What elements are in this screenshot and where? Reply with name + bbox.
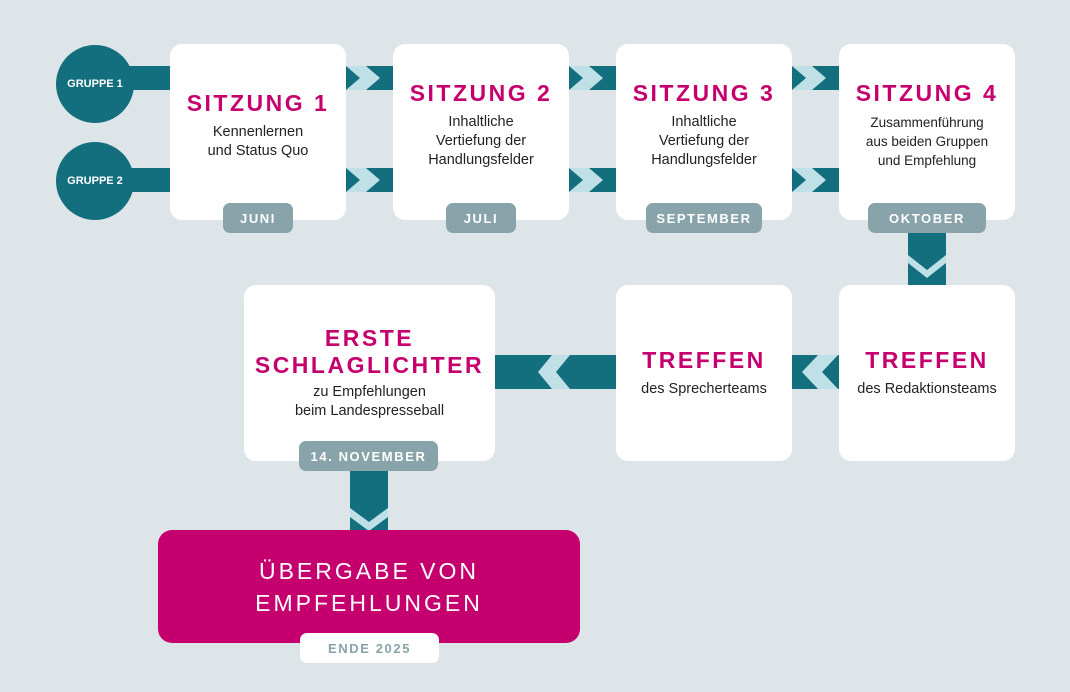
session-3-title: SITZUNG 3 bbox=[632, 80, 776, 106]
meeting-speakers-description: des Sprecherteams bbox=[641, 381, 767, 397]
session-2-card: SITZUNG 2 Inhaltliche Vertiefung der Han… bbox=[393, 44, 569, 220]
session-1-card: SITZUNG 1 Kennenlernen und Status Quo bbox=[170, 44, 346, 220]
final-title-line-1: ÜBERGABE VON bbox=[258, 557, 480, 584]
chevron-right-icon bbox=[569, 168, 603, 192]
group-1-label: GRUPPE 1 bbox=[67, 78, 123, 90]
highlights-date-badge: 14. NOVEMBER bbox=[299, 441, 438, 471]
chevron-down-icon bbox=[908, 255, 946, 278]
session-4-title: SITZUNG 4 bbox=[855, 80, 999, 106]
session-1-title: SITZUNG 1 bbox=[186, 90, 330, 116]
chevron-right-icon bbox=[346, 66, 380, 90]
chevron-left-icon bbox=[538, 355, 570, 389]
session-2-description: Inhaltliche Vertiefung der Handlungsfeld… bbox=[428, 114, 534, 168]
group-1-circle: GRUPPE 1 bbox=[56, 45, 134, 123]
highlights-description: zu Empfehlungen beim Landespresseball bbox=[294, 384, 445, 419]
meeting-editorial-card: TREFFEN des Redaktionsteams bbox=[839, 285, 1015, 461]
chevrons-right bbox=[346, 66, 826, 192]
session-3-description: Inhaltliche Vertiefung der Handlungsfeld… bbox=[651, 114, 757, 168]
session-4-card: SITZUNG 4 Zusammenführung aus beiden Gru… bbox=[839, 44, 1015, 220]
chevron-left-icon bbox=[802, 355, 838, 389]
highlights-card: ERSTE SCHLAGLICHTER zu Empfehlungen beim… bbox=[244, 285, 495, 461]
meeting-editorial-title: TREFFEN bbox=[865, 347, 989, 373]
session-4-description: Zusammenführung aus beiden Gruppen und E… bbox=[865, 115, 989, 168]
meeting-editorial-description: des Redaktionsteams bbox=[857, 381, 997, 397]
session-1-month-badge: JUNI bbox=[223, 203, 293, 233]
meeting-speakers-title: TREFFEN bbox=[642, 347, 766, 373]
group-2-circle: GRUPPE 2 bbox=[56, 142, 134, 220]
chevron-right-icon bbox=[792, 66, 826, 90]
final-date-badge: ENDE 2025 bbox=[300, 633, 439, 663]
session-2-title: SITZUNG 2 bbox=[409, 80, 553, 106]
chevron-right-icon bbox=[569, 66, 603, 90]
session-3-card: SITZUNG 3 Inhaltliche Vertiefung der Han… bbox=[616, 44, 792, 220]
chevron-right-icon bbox=[346, 168, 380, 192]
session-4-month-badge: OKTOBER bbox=[868, 203, 986, 233]
chevron-down-icon bbox=[350, 508, 388, 531]
final-handover-box: ÜBERGABE VON EMPFEHLUNGEN bbox=[158, 530, 580, 643]
session-3-month-badge: SEPTEMBER bbox=[646, 203, 762, 233]
meeting-speakers-card: TREFFEN des Sprecherteams bbox=[616, 285, 792, 461]
group-2-label: GRUPPE 2 bbox=[67, 175, 123, 187]
highlights-title: ERSTE SCHLAGLICHTER bbox=[254, 325, 485, 378]
session-1-description: Kennenlernen und Status Quo bbox=[207, 124, 309, 159]
session-2-month-badge: JULI bbox=[446, 203, 516, 233]
chevron-right-icon bbox=[792, 168, 826, 192]
final-title-line-2: EMPFEHLUNGEN bbox=[255, 589, 483, 616]
